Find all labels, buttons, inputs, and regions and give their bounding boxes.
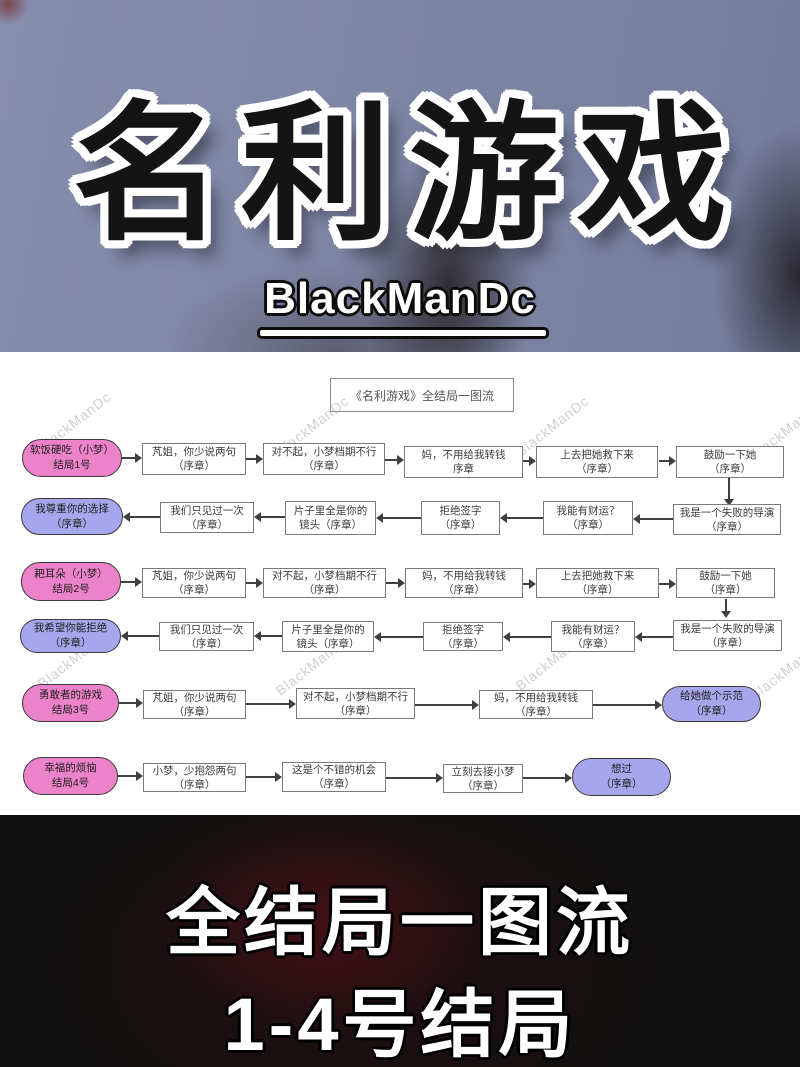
flow-arrow-left	[376, 513, 421, 523]
flow-node: 妈，不用给我转钱 （序章）	[479, 690, 593, 719]
flow-node: 我能有财运？ （序章）	[543, 501, 633, 535]
flow-node: 这是个不错的机会 （序章）	[282, 762, 386, 792]
flow-node: 我们只见过一次 （序章）	[160, 502, 254, 533]
flow-arrow-left	[121, 631, 159, 641]
flow-node-start-ending4: 幸福的烦恼 结局4号	[23, 757, 118, 795]
flowchart-title-box: 《名利游戏》全结局一图流	[330, 378, 514, 412]
flow-node: 妈，不用给我转钱 （序章）	[405, 568, 523, 598]
flow-arrow-left	[254, 631, 282, 641]
flow-node: 妈，不用给我转钱 序章	[404, 446, 523, 478]
flow-node-end-ending1: 我尊重你的选择 （序章）	[21, 498, 123, 535]
footer-line1: 全结局一图流	[166, 881, 634, 964]
flow-arrow-right	[386, 773, 443, 783]
flow-node: 鼓励一下她 （序章）	[676, 568, 775, 598]
footer-line2: 1-4号结局	[223, 983, 577, 1066]
flow-node: 片子里全是你的 镜头（序章）	[282, 621, 374, 652]
flow-node: 我们只见过一次 （序章）	[159, 622, 254, 651]
flow-node: 我是一个失败的导演 （序章）	[673, 620, 782, 651]
flow-node: 我是一个失败的导演 （序章）	[673, 504, 781, 535]
author-underline	[257, 327, 549, 339]
flow-node-end-ending4: 想过 （序章）	[572, 758, 671, 796]
flow-node-start-ending2: 耙耳朵（小梦） 结局2号	[21, 562, 121, 601]
flow-arrow-right	[119, 698, 143, 708]
flow-arrow-right	[246, 578, 263, 588]
flow-arrow-left	[635, 632, 673, 642]
flow-node: 芃姐，你少说两句 （序章）	[142, 443, 246, 475]
flow-node: 对不起，小梦档期不行 （序章）	[263, 443, 385, 475]
flow-arrow-right	[523, 579, 536, 589]
flow-node: 芃姐，你少说两句 （序章）	[143, 690, 246, 719]
flowchart-section: 《名利游戏》全结局一图流 BlackManDc BlackManDc Black…	[0, 352, 800, 815]
flow-arrow-right	[523, 456, 536, 466]
flow-arrow-right	[386, 578, 405, 588]
flow-node: 上去把她救下来 （序章）	[536, 446, 658, 478]
flow-arrow-down	[724, 478, 734, 506]
flow-arrow-right	[122, 453, 142, 463]
flow-node: 拒绝签字 （序章）	[423, 622, 503, 651]
flow-arrow-right	[121, 577, 142, 587]
flow-arrow-left	[500, 513, 543, 523]
header-section: 名利游戏 BlackManDc	[0, 0, 800, 352]
flow-arrow-right	[659, 579, 676, 589]
flow-arrow-right	[659, 456, 676, 466]
flow-node: 对不起，小梦档期不行 （序章）	[296, 688, 415, 719]
flow-node-start-ending1: 软饭硬吃（小梦） 结局1号	[22, 439, 122, 477]
game-title: 名利游戏	[72, 90, 745, 258]
flow-node: 上去把她救下来 （序章）	[536, 568, 659, 598]
flow-arrow-right	[415, 700, 479, 710]
flow-arrow-right	[118, 771, 143, 781]
flow-arrow-right	[246, 699, 296, 709]
flow-node: 对不起，小梦档期不行 （序章）	[263, 568, 386, 598]
flow-node-end-ending3: 给她做个示范 （序章）	[662, 686, 761, 722]
flow-arrow-left	[374, 632, 423, 642]
flow-node: 我能有财运？ （序章）	[551, 621, 635, 652]
flow-arrow-down	[721, 599, 731, 618]
flow-node: 小梦，少抱怨两句 （序章）	[143, 763, 246, 792]
flow-arrow-right	[246, 772, 282, 782]
flow-arrow-right	[523, 773, 572, 783]
flow-arrow-left	[633, 514, 673, 524]
flow-node: 拒绝签字 （序章）	[421, 501, 500, 535]
flow-node-end-ending2: 我希望你能拒绝 （序章）	[20, 619, 121, 653]
author-name: BlackManDc	[264, 274, 536, 323]
flow-arrow-right	[385, 455, 404, 465]
flow-arrow-right	[246, 454, 263, 464]
footer-section: 全结局一图流 1-4号结局	[0, 815, 800, 1067]
flow-node: 鼓励一下她 （序章）	[676, 446, 784, 478]
flow-node-start-ending3: 勇敢者的游戏 结局3号	[22, 684, 119, 722]
flow-arrow-right	[593, 700, 662, 710]
flow-arrow-left	[503, 632, 551, 642]
flow-node: 立刻去接小梦 （序章）	[443, 764, 523, 793]
flow-node: 片子里全是你的 镜头（序章）	[285, 501, 376, 535]
flow-arrow-left	[254, 512, 285, 522]
flow-arrow-left	[123, 512, 160, 522]
flow-node: 芃姐，你少说两句 （序章）	[142, 568, 246, 598]
